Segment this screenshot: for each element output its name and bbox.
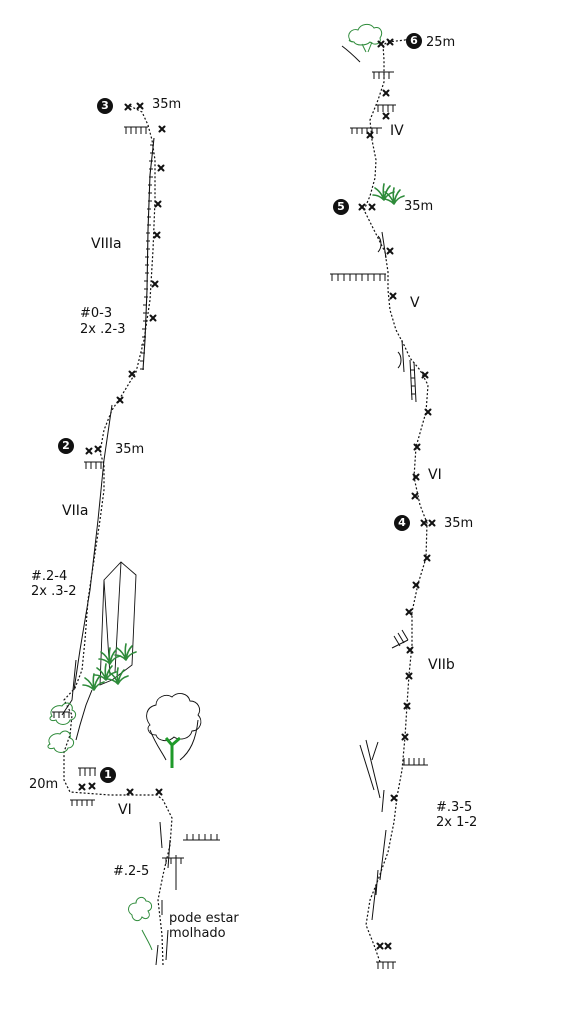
grade-pitch-3: VIIIa (91, 236, 122, 252)
ledge-belay1-bottom (70, 799, 95, 806)
grade-pitch-7: IV (390, 123, 404, 139)
gear-pitch-1: #.2-5 (113, 864, 150, 879)
ledge-belay2 (84, 461, 102, 469)
crack-line (73, 404, 113, 691)
ledge-top-1 (372, 71, 394, 79)
ledge-top-2 (376, 104, 396, 112)
belay-marker-4: 4 (394, 515, 410, 531)
belay-5-length: 35m (404, 199, 434, 214)
ledge-mid (52, 711, 70, 718)
belay-3-length: 35m (152, 97, 182, 112)
bush-lower (47, 730, 75, 753)
note-line-1: pode estar (169, 911, 239, 926)
tree-icon (146, 693, 202, 742)
left-route-line (63, 105, 173, 966)
corner-hatches (140, 144, 154, 370)
belay-marker-5: 5 (333, 199, 349, 215)
top-tree-icon (348, 23, 383, 53)
left-route (47, 102, 220, 966)
belay-marker-3: 3 (97, 98, 113, 114)
belay-4-length: 35m (444, 516, 474, 531)
note-line-2: molhado (169, 926, 226, 941)
grade-pitch-5: VI (428, 467, 442, 483)
right-route-line (363, 39, 429, 963)
ledge-start-right (376, 961, 396, 969)
ledge-belay4 (391, 629, 409, 649)
grade-pitch-1: VI (118, 802, 132, 818)
crack-line-2 (61, 659, 93, 741)
gear-pitch-2-line1: #.2-4 (31, 569, 68, 584)
right-crack-lower (359, 739, 387, 921)
right-crack-upper (377, 231, 405, 373)
gear-right-line1: #.3-5 (436, 800, 473, 815)
ledge-start (183, 834, 220, 841)
ledge-belay3 (124, 126, 148, 134)
gear-right-line2: 2x 1-2 (436, 815, 478, 830)
right-flake (409, 359, 417, 403)
grade-pitch-2: VIIa (62, 503, 89, 519)
belay-marker-1: 1 (100, 767, 116, 783)
belay-6-length: 25m (426, 35, 456, 50)
ledge-big (330, 273, 386, 281)
belay-2-length: 35m (115, 442, 145, 457)
vine-icon (128, 896, 153, 951)
gear-pitch-3-line1: #0-3 (80, 306, 113, 321)
belay-marker-2: 2 (58, 438, 74, 454)
grade-pitch-6: V (410, 295, 420, 311)
ledge-belay1-top (78, 767, 96, 776)
belay-marker-6: 6 (406, 33, 422, 49)
right-route (330, 23, 436, 969)
ledge-upper (350, 127, 382, 134)
belay-1-length: 20m (29, 777, 59, 792)
gear-pitch-3-line2: 2x .2-3 (80, 322, 126, 337)
ledge-lower-right (402, 758, 428, 766)
grade-pitch-4: VIIb (428, 657, 455, 673)
tree-trunk (164, 736, 181, 768)
ledge-lower (162, 857, 184, 864)
tree-ground (149, 719, 199, 761)
gear-pitch-2-line2: 2x .3-2 (31, 584, 77, 599)
bush-upper (49, 702, 77, 725)
start-crack (155, 821, 177, 966)
